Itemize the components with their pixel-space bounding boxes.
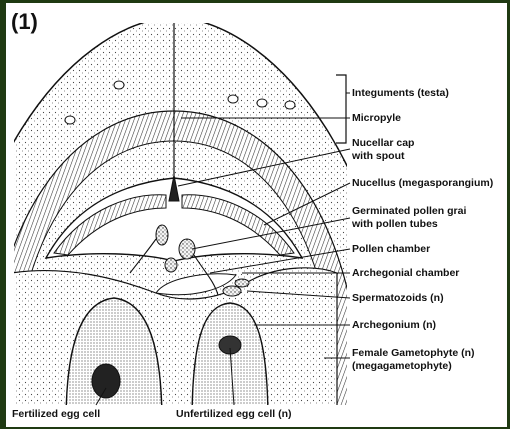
label-archegonial-chamber: Archegonial chamber bbox=[352, 267, 459, 279]
label-integuments: Integuments (testa) bbox=[352, 87, 449, 99]
integument-bracket bbox=[336, 75, 346, 143]
label-female-gametophyte-line2: (megagametophyte) bbox=[352, 360, 452, 372]
label-nucellar-cap-line2: with spout bbox=[352, 150, 405, 162]
fertilized-egg-nucleus bbox=[92, 364, 120, 398]
figure-panel: (1) Integuments (testa) Micropyle Nucell… bbox=[6, 3, 507, 427]
label-nucellar-cap-line1: Nucellar cap bbox=[352, 137, 414, 149]
label-pollen-chamber: Pollen chamber bbox=[352, 243, 430, 255]
label-fertilized-egg: Fertilized egg cell bbox=[12, 408, 100, 420]
resin-cavity bbox=[65, 116, 75, 124]
label-archegonium: Archegonium (n) bbox=[352, 319, 436, 331]
panel-label: (1) bbox=[11, 9, 38, 35]
pollen-grain bbox=[165, 258, 177, 272]
pollen-grain bbox=[156, 225, 168, 245]
label-unfertilized-egg: Unfertilized egg cell (n) bbox=[176, 408, 292, 420]
label-micropyle: Micropyle bbox=[352, 112, 401, 124]
label-germinated-line1: Germinated pollen grai bbox=[352, 205, 466, 217]
label-germinated-line2: with pollen tubes bbox=[352, 218, 438, 230]
resin-cavity bbox=[114, 81, 124, 89]
spermatozoid bbox=[223, 286, 241, 296]
label-spermatozoids: Spermatozoids (n) bbox=[352, 292, 444, 304]
spermatozoid bbox=[235, 279, 249, 287]
resin-cavity bbox=[285, 101, 295, 109]
label-nucellus: Nucellus (megasporangium) bbox=[352, 177, 493, 189]
label-female-gametophyte-line1: Female Gametophyte (n) bbox=[352, 347, 475, 359]
resin-cavity bbox=[257, 99, 267, 107]
resin-cavity bbox=[228, 95, 238, 103]
